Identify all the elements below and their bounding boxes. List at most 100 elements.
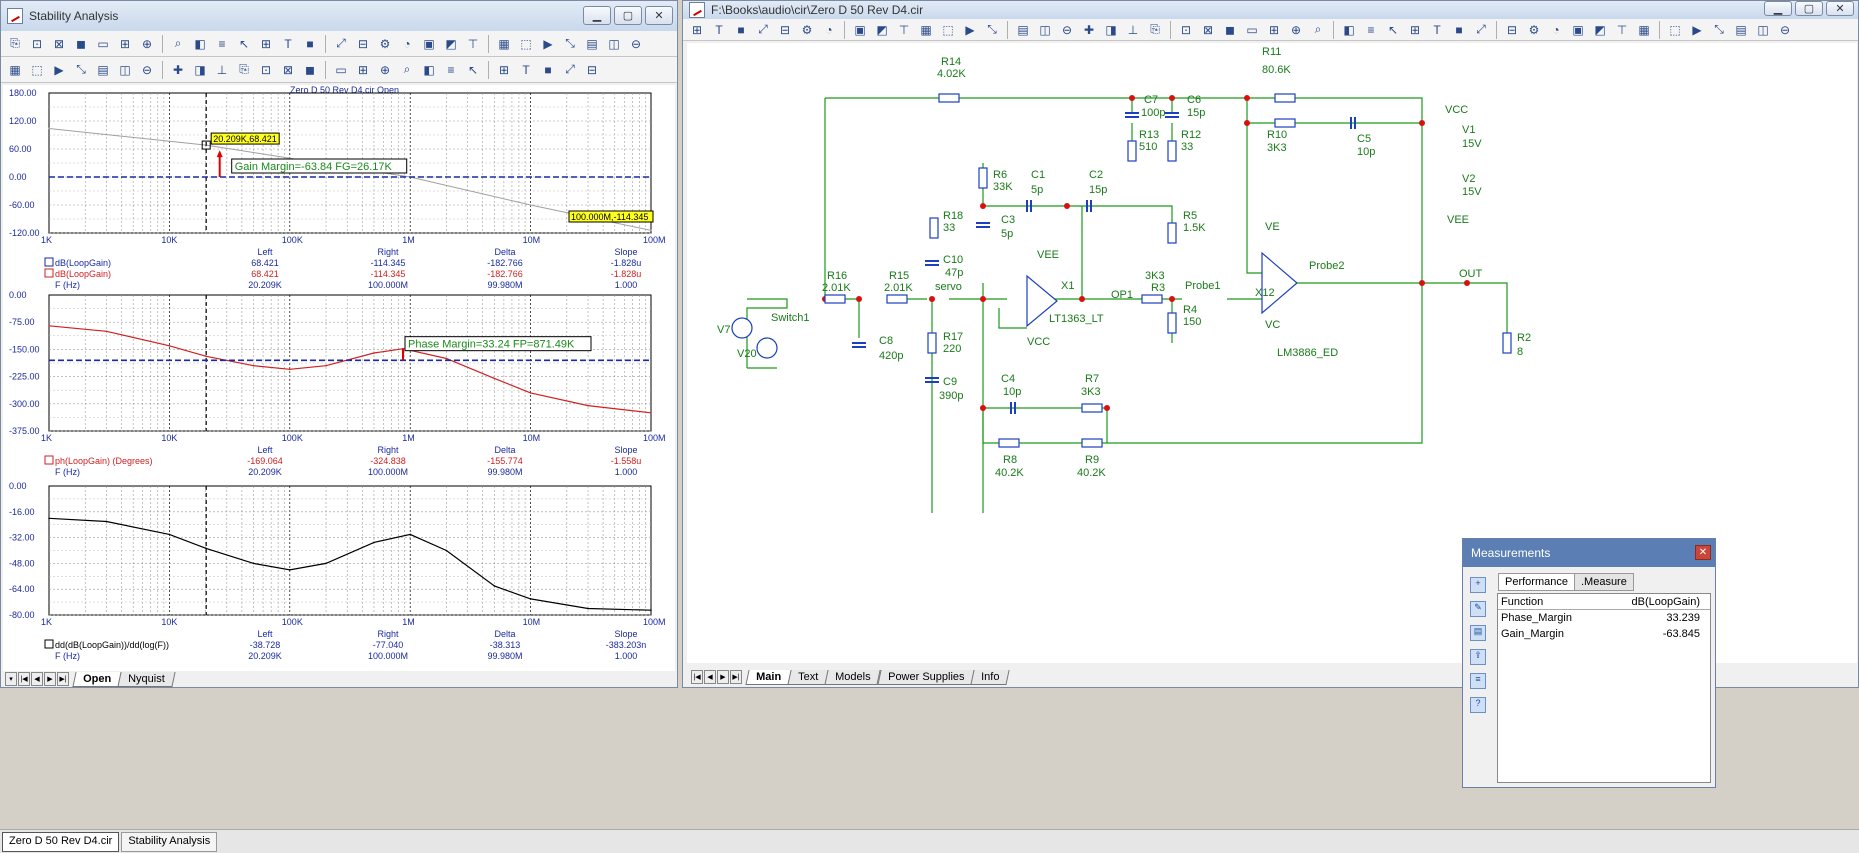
3-tool-3-icon[interactable]: ⤢ bbox=[758, 22, 768, 36]
3-tool-41-icon[interactable]: ▦ bbox=[1638, 22, 1650, 37]
2-tool-16-icon[interactable]: ⊕ bbox=[379, 62, 391, 77]
3-tool-36-icon[interactable]: ⚙ bbox=[1528, 22, 1540, 37]
2-tool-2-icon[interactable]: ▶ bbox=[54, 62, 64, 77]
1-tool-12-icon[interactable]: T bbox=[284, 36, 292, 51]
1-tool-21-icon[interactable]: ▦ bbox=[498, 36, 510, 51]
3-tool-13-icon[interactable]: ⤡ bbox=[987, 22, 997, 36]
measurements-close-button[interactable]: ✕ bbox=[1695, 545, 1711, 560]
2-tool-23-icon[interactable]: ■ bbox=[544, 62, 552, 77]
series-line-2[interactable] bbox=[48, 517, 652, 611]
resistor-r16[interactable] bbox=[824, 294, 846, 304]
3-tool-47-icon[interactable]: ⊖ bbox=[1779, 22, 1791, 37]
source-v7[interactable] bbox=[731, 317, 753, 339]
help-icon[interactable]: ? bbox=[1470, 697, 1486, 713]
3-tool-5-icon[interactable]: ⚙ bbox=[801, 22, 813, 37]
3-tool-35-icon[interactable]: ⊟ bbox=[1506, 22, 1518, 37]
1-tool-22-icon[interactable]: ⬚ bbox=[520, 36, 532, 51]
3-tool-17-icon[interactable]: ✚ bbox=[1083, 22, 1095, 37]
3-tool-32-icon[interactable]: T bbox=[1433, 22, 1441, 37]
tab-info[interactable]: Info bbox=[970, 669, 1011, 685]
tab-power-supplies[interactable]: Power Supplies bbox=[877, 669, 975, 685]
3-tool-39-icon[interactable]: ◩ bbox=[1594, 22, 1606, 37]
3-tool-21-icon[interactable]: ⊡ bbox=[1180, 22, 1192, 37]
3-tool-9-icon[interactable]: ⊤ bbox=[898, 22, 910, 37]
3-tool-23-icon[interactable]: ◼ bbox=[1225, 22, 1235, 37]
3-tool-11-icon[interactable]: ⬚ bbox=[942, 22, 954, 37]
2-tool-3-icon[interactable]: ⤡ bbox=[76, 62, 86, 76]
3-tool-30-icon[interactable]: ↖ bbox=[1387, 22, 1399, 37]
3-tool-14-icon[interactable]: ▤ bbox=[1017, 22, 1029, 37]
2-tool-20-icon[interactable]: ↖ bbox=[467, 62, 479, 77]
3-tool-22-icon[interactable]: ⊠ bbox=[1202, 22, 1214, 37]
1-tool-14-icon[interactable]: ⤢ bbox=[336, 36, 346, 50]
3-tool-42-icon[interactable]: ⬚ bbox=[1669, 22, 1681, 37]
1-tool-7-icon[interactable]: ⌕ bbox=[174, 36, 182, 50]
1-tool-5-icon[interactable]: ⊞ bbox=[119, 36, 131, 51]
resistor-r10[interactable] bbox=[1274, 118, 1296, 128]
schematic-drawing[interactable]: R14 4.02K R11 80.6K C7 100p C6 15p R13 5… bbox=[687, 43, 1857, 663]
resistor-r15[interactable] bbox=[886, 294, 908, 304]
1-tool-24-icon[interactable]: ⤡ bbox=[565, 36, 575, 50]
3-tool-6-icon[interactable]: ◔ bbox=[825, 22, 833, 37]
2-tool-0-icon[interactable]: ▦ bbox=[9, 62, 21, 77]
1-tool-15-icon[interactable]: ⊟ bbox=[357, 36, 369, 51]
1-tool-9-icon[interactable]: ≡ bbox=[218, 36, 226, 51]
3-tool-4-icon[interactable]: ⊟ bbox=[779, 22, 791, 37]
2-tool-10-icon[interactable]: ⎘ bbox=[239, 62, 249, 76]
2-tool-11-icon[interactable]: ⊡ bbox=[260, 62, 272, 77]
1-tool-17-icon[interactable]: ◔ bbox=[403, 36, 411, 51]
2-tool-7-icon[interactable]: ✚ bbox=[172, 62, 184, 77]
1-tool-2-icon[interactable]: ⊠ bbox=[53, 36, 65, 51]
1-tool-19-icon[interactable]: ◩ bbox=[445, 36, 457, 51]
col-value[interactable]: dB(LoopGain) bbox=[1631, 595, 1701, 608]
3-tool-33-icon[interactable]: ■ bbox=[1455, 22, 1463, 37]
close-button[interactable]: ✕ bbox=[645, 6, 673, 25]
schem-nav-next-icon[interactable]: ▶ bbox=[717, 670, 729, 684]
resistor-r8[interactable] bbox=[998, 438, 1020, 448]
resistor-r3[interactable] bbox=[1141, 294, 1163, 304]
1-tool-23-icon[interactable]: ▶ bbox=[543, 36, 553, 51]
minimize-button[interactable]: ▁ bbox=[583, 6, 611, 25]
3-tool-44-icon[interactable]: ⤡ bbox=[1714, 22, 1724, 36]
2-tool-5-icon[interactable]: ◫ bbox=[119, 62, 131, 77]
tab-models[interactable]: Models bbox=[824, 669, 882, 685]
1-tool-16-icon[interactable]: ⚙ bbox=[379, 36, 391, 51]
measure-edit-icon[interactable]: ✎ bbox=[1470, 601, 1486, 617]
1-tool-20-icon[interactable]: ⊤ bbox=[467, 36, 479, 51]
tab-main[interactable]: Main bbox=[745, 669, 792, 685]
2-tool-21-icon[interactable]: ⊞ bbox=[498, 62, 510, 77]
2-tool-24-icon[interactable]: ⤢ bbox=[565, 62, 575, 76]
2-tool-8-icon[interactable]: ◨ bbox=[194, 62, 206, 77]
col-function[interactable]: Function bbox=[1501, 595, 1544, 608]
3-tool-24-icon[interactable]: ▭ bbox=[1246, 22, 1258, 37]
2-tool-9-icon[interactable]: ⊥ bbox=[216, 62, 228, 77]
nav-next-icon[interactable]: ▶ bbox=[44, 672, 56, 686]
task-circuit[interactable]: Zero D 50 Rev D4.cir bbox=[2, 831, 120, 852]
measure-export-icon[interactable]: ⇪ bbox=[1470, 649, 1486, 665]
3-tool-18-icon[interactable]: ◨ bbox=[1105, 22, 1117, 37]
schematic-canvas[interactable]: R14 4.02K R11 80.6K C7 100p C6 15p R13 5… bbox=[687, 43, 1857, 663]
legend-swatch[interactable] bbox=[44, 257, 54, 267]
resistor-r18[interactable] bbox=[929, 217, 939, 239]
resistor-r13[interactable] bbox=[1127, 140, 1137, 162]
legend-swatch[interactable] bbox=[44, 455, 54, 465]
2-tool-12-icon[interactable]: ⊠ bbox=[282, 62, 294, 77]
resistor-r6[interactable] bbox=[978, 167, 988, 189]
3-tool-38-icon[interactable]: ▣ bbox=[1572, 22, 1584, 37]
3-tool-1-icon[interactable]: T bbox=[715, 22, 723, 37]
1-tool-10-icon[interactable]: ↖ bbox=[238, 36, 250, 51]
resistor-r12[interactable] bbox=[1167, 140, 1177, 162]
legend-swatch[interactable] bbox=[44, 268, 54, 278]
1-tool-11-icon[interactable]: ⊞ bbox=[260, 36, 272, 51]
nav-last-icon[interactable]: ▶| bbox=[57, 672, 69, 686]
schem-nav-last-icon[interactable]: ▶| bbox=[730, 670, 742, 684]
table-row[interactable]: Gain_Margin -63.845 bbox=[1498, 626, 1710, 642]
measure-add-icon[interactable]: + bbox=[1470, 577, 1486, 593]
schem-minimize-button[interactable]: ▁ bbox=[1764, 1, 1792, 16]
resistor-r9[interactable] bbox=[1081, 438, 1103, 448]
3-tool-20-icon[interactable]: ⎘ bbox=[1150, 22, 1160, 36]
2-tool-14-icon[interactable]: ▭ bbox=[335, 62, 347, 77]
3-tool-43-icon[interactable]: ▶ bbox=[1692, 22, 1702, 37]
resistor-r4[interactable] bbox=[1167, 312, 1177, 334]
